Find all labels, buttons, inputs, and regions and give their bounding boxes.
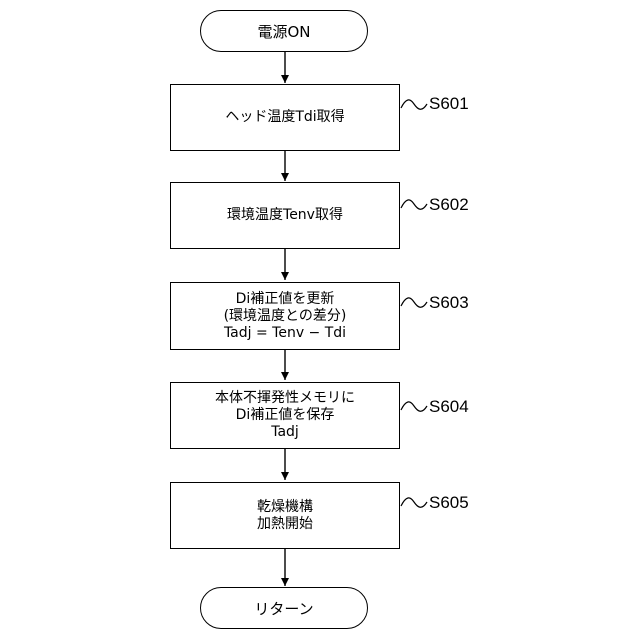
step-line: 加熱開始 <box>257 516 313 533</box>
step-id-s601: S601 <box>429 94 469 114</box>
step-s602: 環境温度Tenv取得 <box>170 182 400 249</box>
step-line: Tadj = Tenv − Tdi <box>224 325 346 342</box>
step-line: Di補正値を更新 <box>236 291 335 308</box>
step-id-s605: S605 <box>429 493 469 513</box>
leader-s605 <box>401 498 427 507</box>
start-terminal: 電源ON <box>200 10 368 52</box>
leader-s604 <box>401 402 427 411</box>
step-s605: 乾燥機構 加熱開始 <box>170 482 400 549</box>
step-line: (環境温度との差分) <box>224 308 347 325</box>
step-line: 乾燥機構 <box>257 499 313 516</box>
step-line: ヘッド温度Tdi取得 <box>225 109 344 126</box>
step-line: Di補正値を保存 <box>236 407 335 424</box>
step-id-s602: S602 <box>429 195 469 215</box>
end-terminal: リターン <box>200 587 368 629</box>
step-id-s604: S604 <box>429 397 469 417</box>
leader-s603 <box>401 298 427 307</box>
end-label: リターン <box>254 598 313 619</box>
step-s603: Di補正値を更新 (環境温度との差分) Tadj = Tenv − Tdi <box>170 282 400 350</box>
step-s604: 本体不揮発性メモリに Di補正値を保存 Tadj <box>170 382 400 449</box>
leader-s602 <box>401 200 427 209</box>
step-line: 本体不揮発性メモリに <box>215 390 355 407</box>
step-line: 環境温度Tenv取得 <box>227 207 343 224</box>
step-s601: ヘッド温度Tdi取得 <box>170 84 400 151</box>
leader-s601 <box>401 100 427 109</box>
step-id-s603: S603 <box>429 293 469 313</box>
start-label: 電源ON <box>257 21 310 42</box>
step-line: Tadj <box>271 424 299 441</box>
